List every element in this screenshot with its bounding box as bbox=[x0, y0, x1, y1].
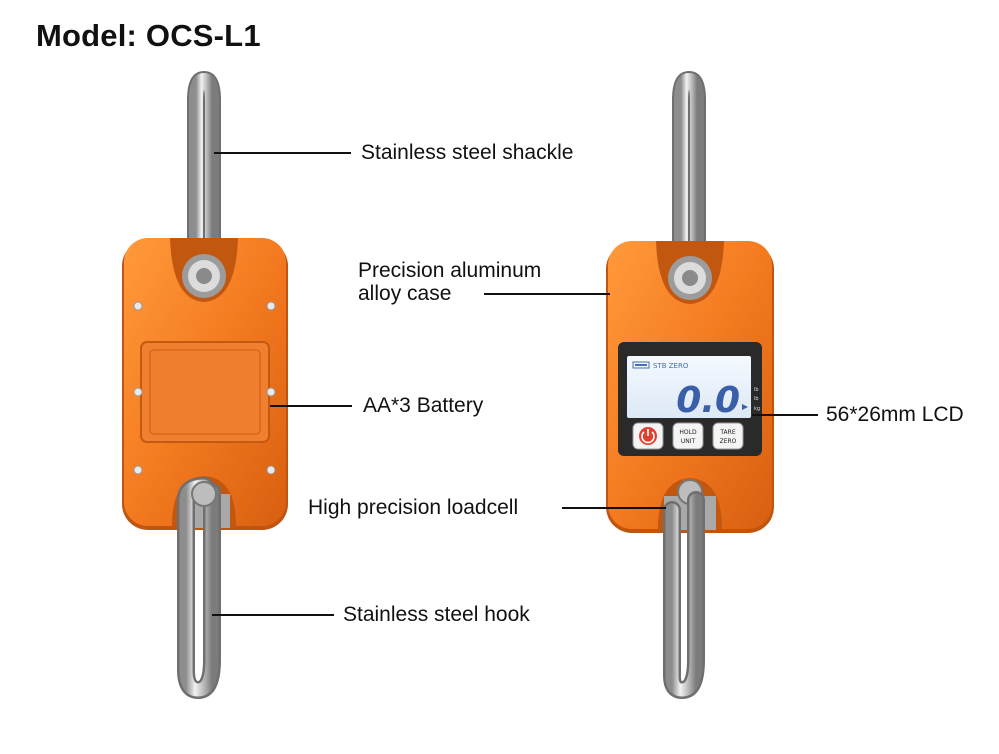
unit-label: lb bbox=[754, 396, 759, 402]
screw-icon bbox=[133, 387, 143, 397]
hold-unit-button[interactable]: HOLD UNIT bbox=[672, 422, 704, 450]
label-shackle: Stainless steel shackle bbox=[361, 141, 574, 164]
screw-icon bbox=[266, 465, 276, 475]
leader-loadcell bbox=[562, 507, 666, 509]
page-title: Model: OCS-L1 bbox=[36, 18, 261, 53]
label-loadcell: High precision loadcell bbox=[308, 496, 519, 519]
battery-icon bbox=[632, 361, 650, 369]
screw-icon bbox=[266, 301, 276, 311]
leader-lcd bbox=[752, 414, 818, 416]
battery-cover bbox=[140, 341, 270, 443]
lcd-reading: 0.0 bbox=[676, 380, 740, 421]
left-hook bbox=[177, 477, 221, 700]
power-icon bbox=[641, 431, 655, 444]
left-shackle bbox=[187, 70, 221, 294]
screw-icon bbox=[266, 387, 276, 397]
unit-pointer-icon bbox=[742, 404, 748, 410]
unit-label: lb bbox=[754, 387, 759, 393]
unit-button-label: UNIT bbox=[681, 438, 696, 445]
label-hook: Stainless steel hook bbox=[343, 603, 530, 626]
left-scale-back bbox=[122, 70, 288, 700]
label-lcd: 56*26mm LCD bbox=[826, 403, 964, 426]
leader-shackle bbox=[214, 152, 351, 154]
label-case-line2: alloy case bbox=[358, 282, 452, 305]
leader-battery bbox=[270, 405, 352, 407]
screw-icon bbox=[133, 301, 143, 311]
lcd-screen bbox=[627, 356, 751, 418]
unit-label: kg bbox=[754, 406, 760, 412]
hold-label: HOLD bbox=[679, 429, 697, 436]
lcd-status: STB ZERO bbox=[653, 362, 689, 370]
tare-label: TARE bbox=[719, 429, 735, 436]
tare-zero-button[interactable]: TARE ZERO bbox=[712, 422, 744, 450]
screw-icon bbox=[133, 465, 143, 475]
right-hook bbox=[663, 491, 705, 700]
label-case-line1: Precision aluminum bbox=[358, 259, 542, 282]
label-battery: AA*3 Battery bbox=[363, 394, 484, 417]
right-shackle bbox=[672, 70, 706, 294]
leader-hook bbox=[212, 614, 334, 616]
right-scale-front: STB ZERO 0.0 lb lb kg HOLD UNIT TARE ZER… bbox=[606, 70, 774, 700]
leader-case bbox=[484, 293, 610, 295]
power-button[interactable] bbox=[632, 422, 664, 450]
zero-label: ZERO bbox=[720, 438, 737, 445]
